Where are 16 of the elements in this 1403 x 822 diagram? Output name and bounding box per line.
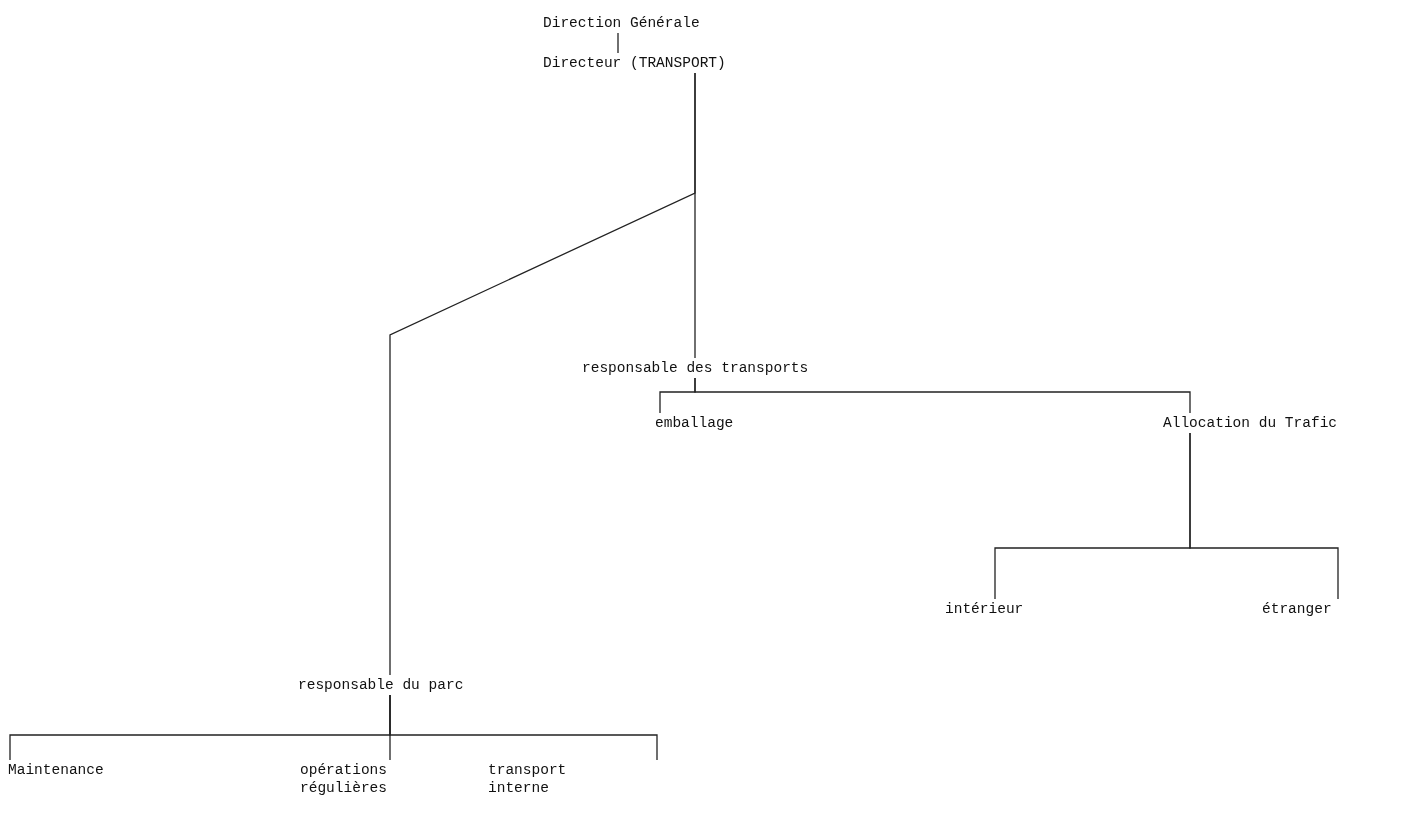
connector-line — [694, 377, 1191, 414]
org-unit-label: emballage — [655, 414, 734, 432]
org-unit-label: responsable du parc — [298, 676, 464, 694]
org-unit-label: transport interne — [488, 761, 574, 797]
connector-line — [389, 72, 696, 676]
connector-line — [617, 32, 619, 54]
org-unit-label: intérieur — [945, 600, 1024, 618]
org-unit-label: opérations régulières — [300, 761, 395, 797]
org-unit-label: responsable des transports — [582, 359, 809, 377]
org-unit-label: Maintenance — [8, 761, 104, 779]
org-unit-label: Directeur (TRANSPORT) — [543, 54, 726, 72]
org-unit-label: Allocation du Trafic — [1163, 414, 1338, 432]
org-unit-label: Direction Générale — [543, 14, 700, 32]
org-unit-label: étranger — [1262, 600, 1332, 618]
connector-line — [389, 694, 658, 761]
connector-line — [1189, 432, 1339, 600]
